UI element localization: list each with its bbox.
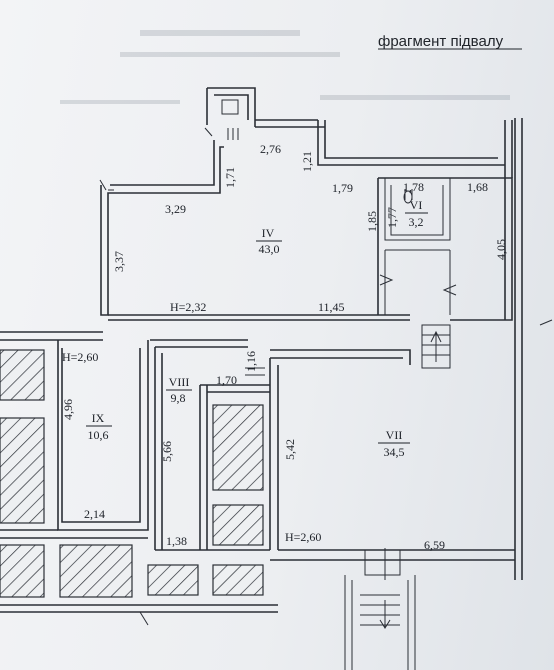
dim-1-21: 1,21 [300, 151, 314, 172]
hatched-blocks [0, 349, 264, 598]
hatched-block [212, 504, 264, 546]
dim-4-05: 4,05 [494, 239, 508, 260]
room-iv-walls [100, 119, 513, 321]
dim-1-38: 1,38 [166, 534, 187, 548]
dim-1-68: 1,68 [467, 180, 488, 194]
dim-6-59: 6,59 [424, 538, 445, 552]
bottom-stairs [344, 548, 416, 670]
room-vii-number: VII [386, 428, 403, 442]
room-viii-number: VIII [169, 375, 190, 389]
room-iv-number: IV [262, 226, 275, 240]
hatched-block [212, 404, 264, 491]
height-label-room-iv: H=2,32 [170, 300, 206, 314]
lower-rooms-walls [0, 331, 515, 613]
bleed-through-marks [60, 30, 510, 104]
room-vi-number: VI [410, 198, 423, 212]
drawing-title: фрагмент підвалу [378, 33, 504, 50]
room-vi-area: 3,2 [409, 215, 424, 229]
dim-1-77: 1,77 [385, 207, 399, 228]
dim-1-85: 1,85 [365, 211, 379, 232]
room-ix-area: 10,6 [88, 428, 109, 442]
dim-1-16: 1,16 [244, 351, 258, 372]
dim-3-37: 3,37 [112, 251, 126, 272]
height-label-room-vii: H=2,60 [285, 530, 321, 544]
door-marks [99, 179, 457, 626]
top-entrance [204, 87, 256, 140]
hatched-block [212, 564, 264, 596]
room-ix-number: IX [92, 411, 105, 425]
dim-2-76: 2,76 [260, 142, 281, 156]
room-vii-area: 34,5 [384, 445, 405, 459]
dim-5-42: 5,42 [283, 439, 297, 460]
center-stairs [421, 324, 451, 369]
right-wall [504, 118, 553, 580]
room-iv-area: 43,0 [259, 242, 280, 256]
dim-5-66: 5,66 [160, 441, 174, 462]
dim-4-96: 4,96 [61, 399, 75, 420]
hatched-block [147, 564, 199, 596]
dim-1-78: 1,78 [403, 180, 424, 194]
room-viii-area: 9,8 [171, 391, 186, 405]
dim-1-71: 1,71 [223, 167, 237, 188]
dim-2-14: 2,14 [84, 507, 105, 521]
hatched-block [0, 417, 45, 524]
dim-1-70: 1,70 [216, 373, 237, 387]
dim-1-79: 1,79 [332, 181, 353, 195]
dim-3-29: 3,29 [165, 202, 186, 216]
hatched-block [59, 544, 133, 598]
hatched-block [0, 349, 45, 401]
height-label-room-ix: H=2,60 [62, 350, 98, 364]
hatched-block [0, 544, 45, 598]
dim-11-45: 11,45 [318, 300, 345, 314]
